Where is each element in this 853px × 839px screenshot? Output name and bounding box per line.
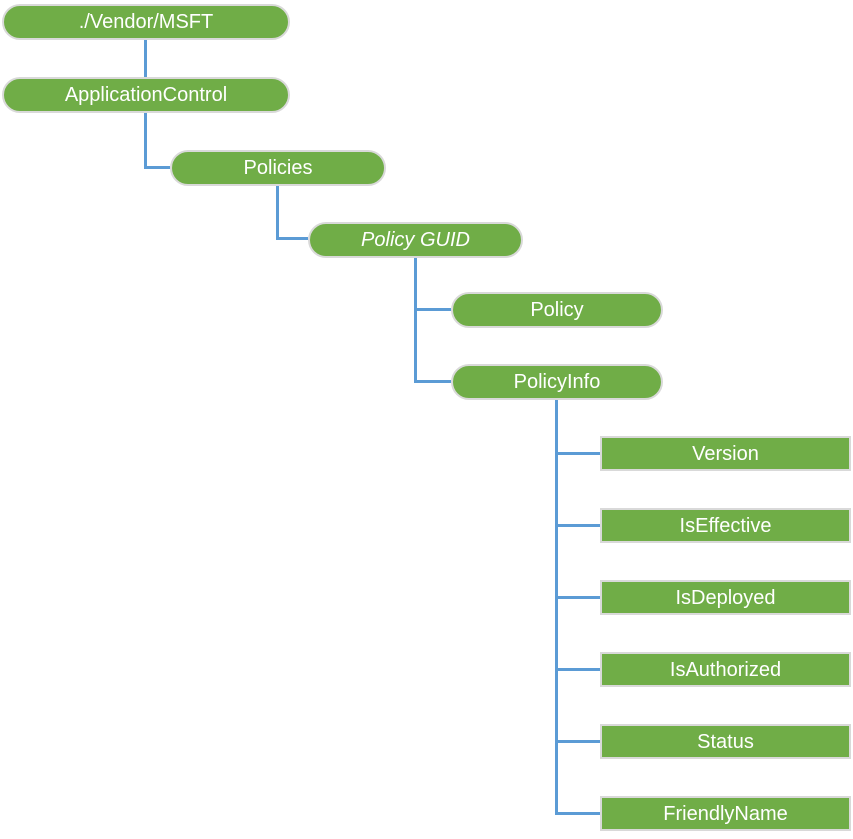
node-policy-info: PolicyInfo [451,364,663,400]
node-policy-guid: Policy GUID [308,222,523,258]
connector-applicationcontrol-to-policies-vertical [144,113,147,169]
connector-policyinfo-to-iseffective [555,524,600,527]
node-policy: Policy [451,292,663,328]
node-is-authorized: IsAuthorized [600,652,851,687]
connector-policies-to-policyguid-vertical [276,186,279,240]
connector-policyinfo-to-isauthorized [555,668,600,671]
connector-policyinfo-to-isdeployed [555,596,600,599]
node-version: Version [600,436,851,471]
connector-applicationcontrol-to-policies-horizontal [144,166,170,169]
node-status: Status [600,724,851,759]
connector-policyguid-to-policyinfo [414,380,451,383]
connector-policyinfo-trunk [555,400,558,815]
connector-policyinfo-to-version [555,452,600,455]
connector-policyguid-to-policy [414,308,451,311]
node-application-control: ApplicationControl [2,77,290,113]
node-vendor-msft: ./Vendor/MSFT [2,4,290,40]
node-is-effective: IsEffective [600,508,851,543]
node-friendly-name: FriendlyName [600,796,851,831]
connector-policies-to-policyguid-horizontal [276,237,308,240]
connector-vendor-to-applicationcontrol [144,40,147,77]
connector-policyinfo-to-friendlyname [555,812,600,815]
connector-policyinfo-to-status [555,740,600,743]
node-policies: Policies [170,150,386,186]
node-is-deployed: IsDeployed [600,580,851,615]
connector-policyguid-trunk [414,258,417,383]
